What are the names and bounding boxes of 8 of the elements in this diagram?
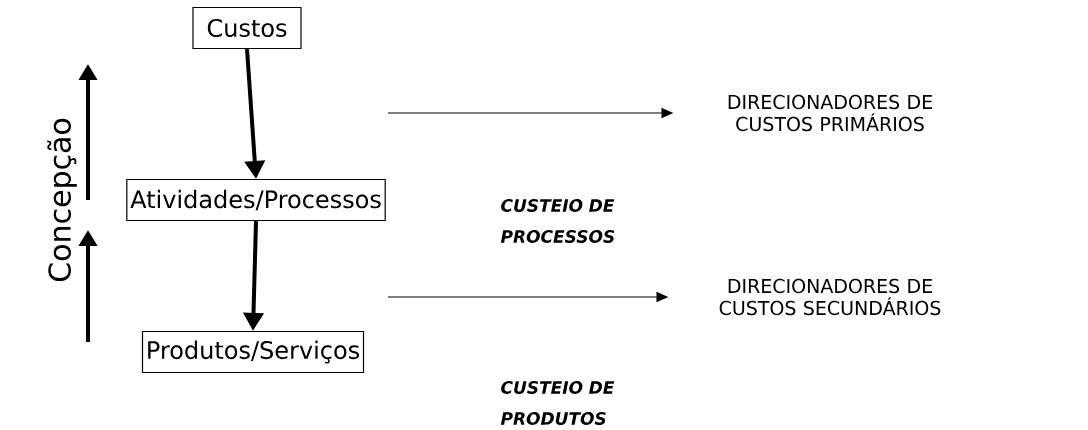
driver-label: DIRECIONADORES DE CUSTOS PRIMÁRIOS xyxy=(728,94,932,132)
process-box: Custos xyxy=(192,6,302,50)
section-label: CUSTEIO DE PRODUTOS xyxy=(500,381,615,425)
process-box: Produtos/Serviços xyxy=(141,330,365,374)
driver-label: DIRECIONADORES DE CUSTOS SECUNDÁRIOS xyxy=(719,278,941,316)
section-label: CUSTEIO DE PROCESSOS xyxy=(500,199,615,243)
axis-label: Concepção xyxy=(47,118,77,282)
process-box: Atividades/Processos xyxy=(126,178,386,222)
